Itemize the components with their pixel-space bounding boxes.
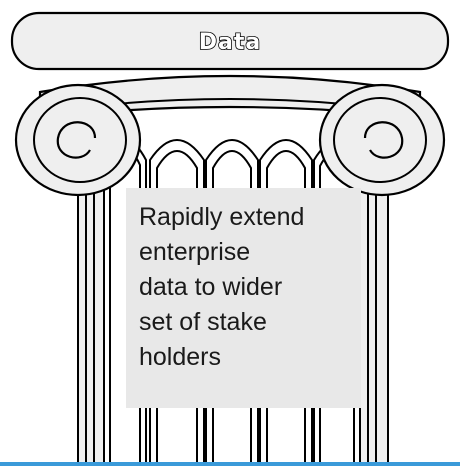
left-volute [14,83,142,197]
pillar-title: Data [199,30,261,55]
pillar-caption-box: Rapidly extend enterprise data to wider … [126,188,361,408]
right-volute [318,83,446,197]
bottom-accent-rule [0,462,460,466]
pillar-description: Rapidly extend enterprise data to wider … [139,203,305,371]
abacus-bar [10,11,450,71]
